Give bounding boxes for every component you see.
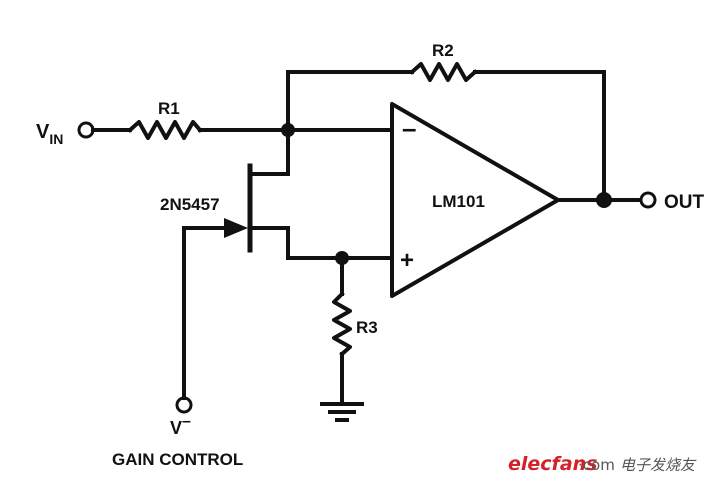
lm101-opamp [390,102,560,298]
elecfans-watermark: elecfans ·com 电子发烧友 [508,453,697,475]
r1-resistor [127,120,203,140]
inverting-sign: – [402,113,416,143]
watermark-dotcom: ·com [578,456,615,474]
watermark-site: elecfans [508,453,597,475]
junction-dot [596,192,612,208]
out-label: OUT [664,192,705,213]
watermark-chinese: 电子发烧友 [620,456,697,474]
r2-resistor [409,62,478,82]
r2-label: R2 [432,41,454,60]
r3-label: R3 [356,318,378,337]
jfet-gate-arrow [224,218,248,238]
opamp-label: LM101 [432,192,485,211]
vin-label: VIN [36,121,63,147]
vin-terminal [77,121,95,139]
r1-label: R1 [158,99,180,118]
r3-resistor [332,291,352,357]
vminus-label: V– [170,413,191,438]
gain-control-label: GAIN CONTROL [112,450,243,469]
jfet-label: 2N5457 [160,195,220,214]
noninverting-sign: + [400,247,414,274]
out-terminal [639,191,657,209]
junction-dot [335,251,349,265]
junction-dot [281,123,295,137]
vminus-terminal [175,396,193,414]
